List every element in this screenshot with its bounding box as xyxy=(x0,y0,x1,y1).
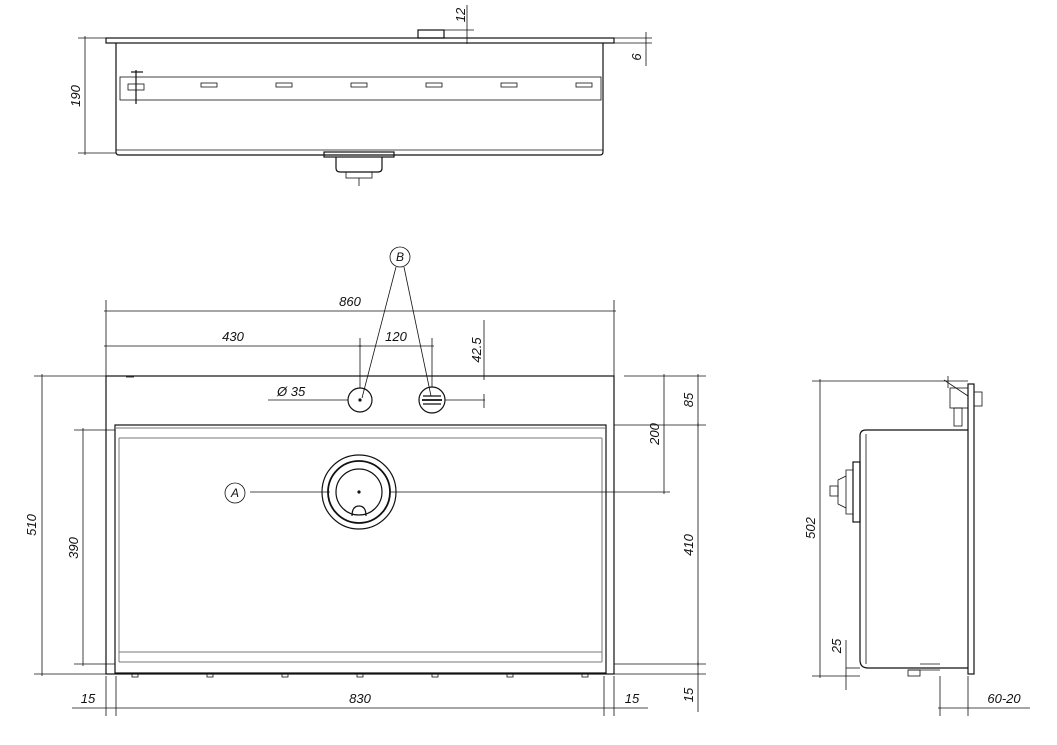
dim-hole-offset: 42.5 xyxy=(469,337,484,363)
dim-overall-width: 860 xyxy=(339,294,361,309)
dim-side-bottom: 25 xyxy=(829,638,844,654)
dim-top-lip: 12 xyxy=(453,7,468,22)
dim-front-rim: 15 xyxy=(681,687,696,702)
dim-hole-diameter: Ø 35 xyxy=(276,384,306,399)
top-view-band xyxy=(119,76,602,101)
side-view-bottom-fitting xyxy=(907,663,940,677)
top-view-drain xyxy=(323,151,395,186)
top-view: 190 12 6 xyxy=(68,5,652,186)
dim-left-rim: 15 xyxy=(81,691,96,706)
dim-drain-to-front: 410 xyxy=(681,533,696,555)
dim-hole-spacing: 120 xyxy=(385,329,407,344)
side-view: 502 25 60-20 xyxy=(803,376,1030,716)
top-view-basin xyxy=(115,43,604,156)
side-view-basin xyxy=(859,429,968,669)
top-view-bracket xyxy=(127,70,145,104)
dim-inner-width: 830 xyxy=(349,691,371,706)
dim-right-rim: 15 xyxy=(625,691,640,706)
label-a: A xyxy=(230,486,239,500)
dim-overall-depth: 510 xyxy=(24,513,39,535)
drain xyxy=(321,454,397,530)
side-view-fitting xyxy=(943,376,983,427)
dim-back-to-hole: 85 xyxy=(681,392,696,407)
top-view-rim xyxy=(105,37,615,44)
side-view-drain xyxy=(829,461,861,523)
side-view-rim xyxy=(967,383,975,675)
dim-half-width: 430 xyxy=(222,329,244,344)
top-view-clips xyxy=(200,82,593,88)
front-view: A B 860 430 120 42.5 Ø 35 510 390 xyxy=(24,246,706,716)
label-a-bubble xyxy=(224,482,246,504)
dim-side-height: 502 xyxy=(803,516,818,538)
dim-top-rim: 6 xyxy=(629,53,644,61)
label-b: B xyxy=(396,250,404,264)
dim-back-to-drain: 200 xyxy=(647,422,662,445)
front-view-feet xyxy=(131,673,589,678)
dim-inner-depth: 390 xyxy=(66,536,81,558)
overflow-hole xyxy=(418,386,446,414)
sink-outer-rim xyxy=(105,375,615,675)
sink-basin xyxy=(114,424,607,674)
label-b-bubble xyxy=(389,246,411,268)
dim-side-worktop: 60-20 xyxy=(987,691,1021,706)
top-view-faucet-bump xyxy=(417,29,445,39)
dim-top-height: 190 xyxy=(68,84,83,106)
